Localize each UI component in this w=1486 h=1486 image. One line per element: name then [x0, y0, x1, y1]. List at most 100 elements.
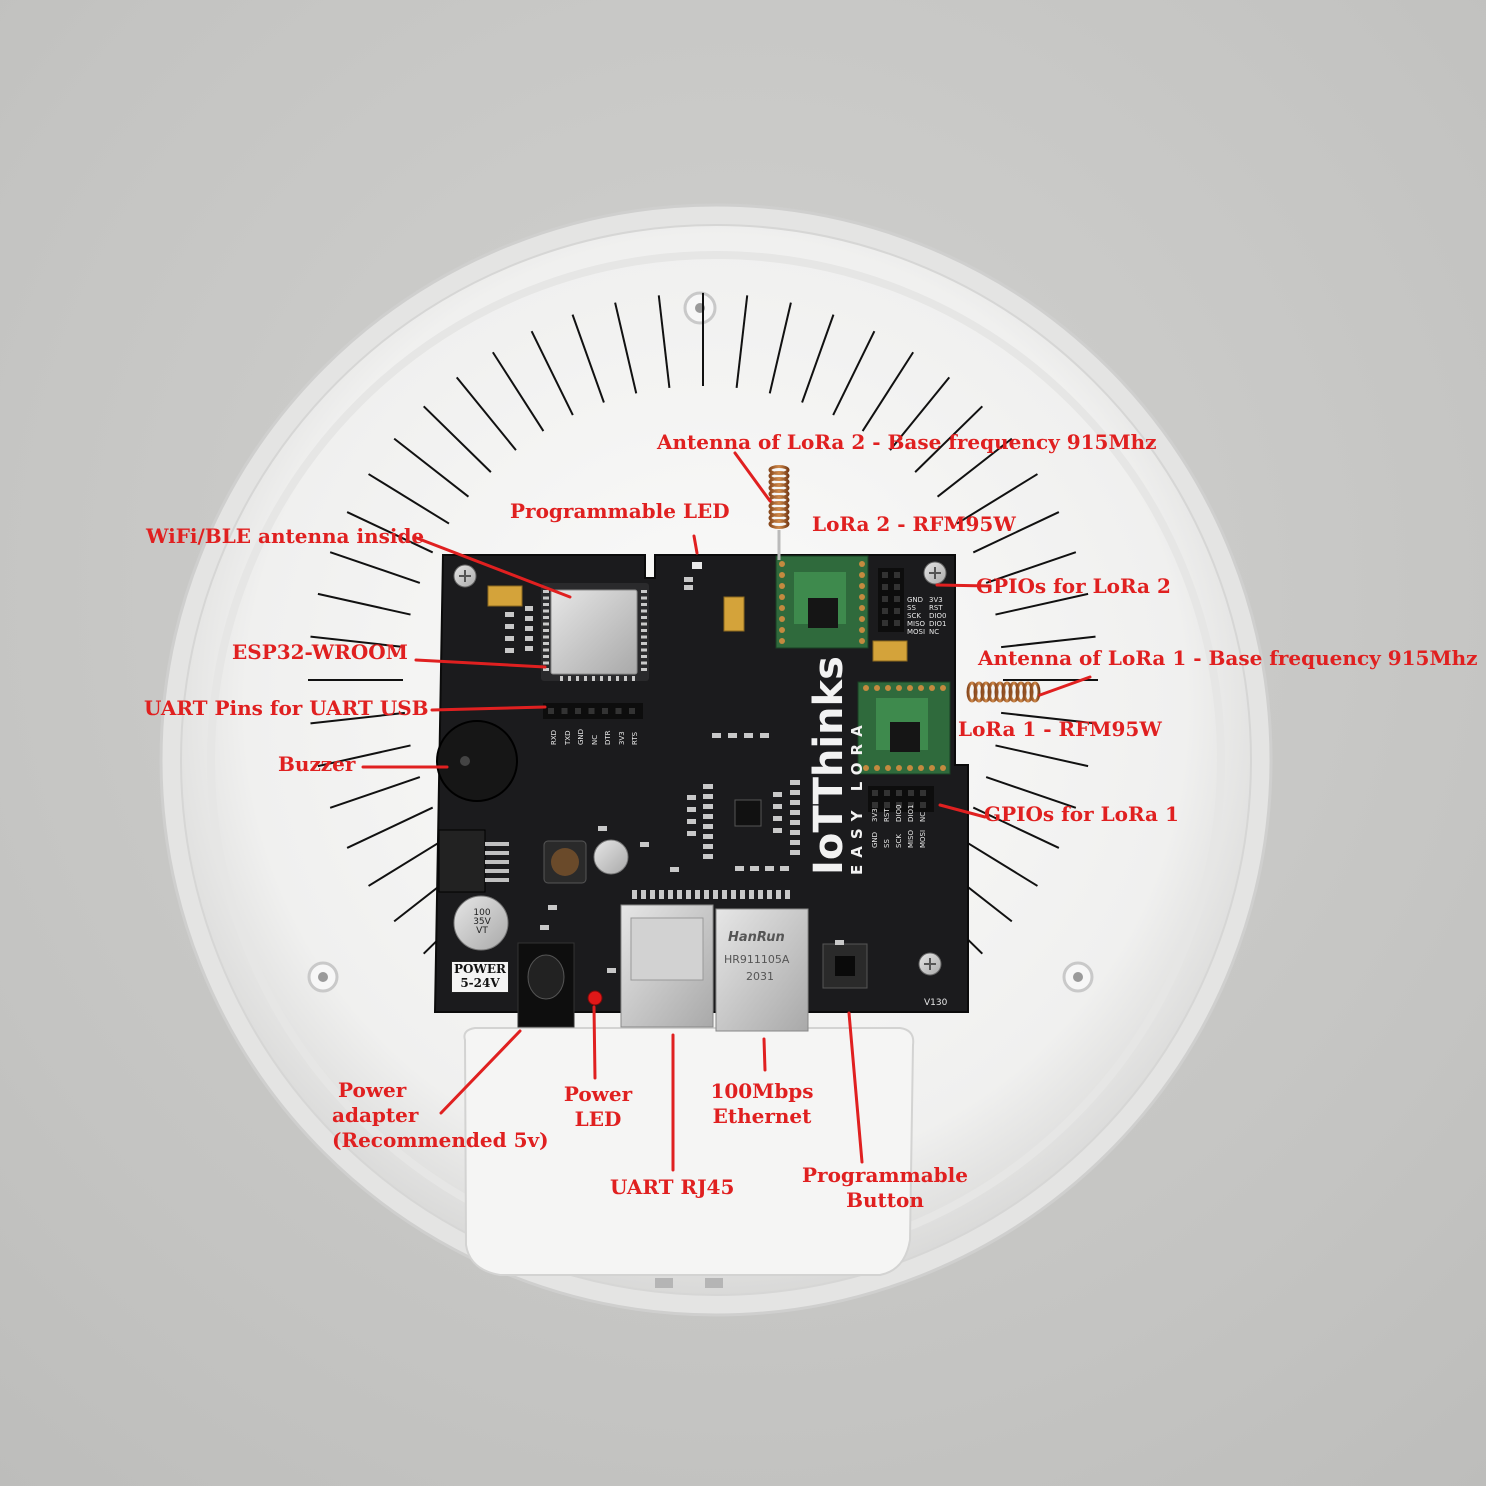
- radial-tick: [936, 437, 1013, 498]
- uart-pin-label: 3V3: [617, 731, 626, 745]
- cap-text-2: 35V: [473, 917, 491, 927]
- board-brand: IoTThinks: [806, 656, 852, 875]
- radial-tick: [317, 744, 411, 768]
- screw-bottom-right: [918, 952, 942, 976]
- radial-tick: [914, 405, 984, 473]
- leader-line: [412, 535, 572, 599]
- gpio-lora1-pin-label: NC: [919, 811, 927, 822]
- label-wifi-ble-antenna: WiFi/BLE antenna inside: [146, 524, 425, 548]
- label-uart-rj45: UART RJ45: [610, 1175, 735, 1199]
- power-badge-line2: 5-24V: [460, 976, 500, 990]
- uart-header: [543, 703, 643, 719]
- label-programmable-button-2: Button: [846, 1188, 924, 1212]
- radial-tick: [530, 330, 574, 416]
- label-gpios-lora1: GPIOs for LoRa 1: [984, 802, 1179, 826]
- radial-tick: [956, 835, 1038, 887]
- voltage-regulator: [438, 829, 486, 893]
- leader-line: [938, 803, 987, 819]
- callout-leader-lines: [361, 451, 1092, 1172]
- radial-tick: [832, 330, 876, 416]
- gpio-lora1-pin-label: SS: [883, 839, 891, 848]
- gpio-lora2-pin-label: 3V3: [929, 596, 943, 604]
- radial-tick: [985, 551, 1077, 584]
- uart-pin-label: RTS: [631, 731, 639, 745]
- label-ethernet-1: 100Mbps: [710, 1079, 814, 1103]
- gpio-lora1-pin-label: SCK: [895, 834, 903, 848]
- board-sub: EASY LORA: [848, 718, 866, 875]
- radial-tick: [985, 776, 1077, 809]
- label-ethernet-2: Ethernet: [712, 1104, 812, 1128]
- screw-top-right: [923, 561, 947, 585]
- gpio-lora1-pin-label: DIO0: [895, 804, 903, 822]
- capacitor-small: [593, 839, 629, 875]
- uart-rj45-socket: [620, 904, 714, 1028]
- label-power-adapter-3: (Recommended 5v): [332, 1128, 549, 1152]
- gpio-lora2-pin-label: NC: [929, 628, 940, 636]
- buzzer: [436, 720, 518, 802]
- radial-tick: [422, 405, 492, 473]
- gpio-lora1-pin-label: GND: [871, 831, 879, 848]
- magjack-date: 2031: [746, 970, 774, 983]
- leader-line: [414, 658, 547, 669]
- radial-tick: [329, 551, 421, 584]
- power-badge-line1: POWER: [453, 962, 507, 976]
- radial-tick: [492, 351, 545, 432]
- uart-pin-label: TXD: [563, 730, 572, 745]
- label-power-led-2: LED: [574, 1107, 622, 1131]
- cap-text-3: VT: [476, 926, 488, 936]
- radial-tick: [995, 744, 1089, 768]
- gpio-lora2-pin-label: SS: [907, 604, 916, 612]
- gpio-lora1-pin-label: 3V3: [871, 808, 879, 822]
- label-esp32: ESP32-WROOM: [232, 640, 408, 664]
- radial-tick: [861, 351, 914, 432]
- gpio-lora2-pin-label: DIO0: [929, 612, 947, 620]
- gpio-header-lora2: [878, 568, 904, 632]
- label-lora1-module: LoRa 1 - RFM95W: [958, 717, 1162, 741]
- radial-tick: [368, 473, 450, 525]
- gpio-lora1-pin-label: MISO: [907, 829, 915, 848]
- label-power-adapter: Power adapter (Recommended 5v): [332, 1078, 549, 1153]
- tantalum-cap-c18: [872, 640, 908, 662]
- uart-pin-label: NC: [590, 734, 599, 745]
- radial-tick: [310, 635, 405, 649]
- radial-tick: [995, 592, 1089, 616]
- leader-line: [1038, 675, 1092, 697]
- label-gpios-lora2: GPIOs for LoRa 2: [976, 574, 1171, 598]
- leader-line: [733, 451, 772, 503]
- label-ethernet: 100Mbps Ethernet: [710, 1079, 814, 1129]
- capacitor-large: [453, 895, 509, 951]
- lora1-module: [857, 681, 951, 775]
- radial-tick: [735, 295, 749, 388]
- programmable-button-switch: [822, 943, 868, 989]
- radial-tick: [310, 711, 405, 725]
- radial-tick: [1001, 635, 1096, 649]
- lora2-module: [775, 555, 869, 649]
- cap-text-1: 100: [473, 908, 491, 918]
- esp32-module: [541, 583, 649, 681]
- radial-tick: [393, 437, 470, 498]
- antenna-lora1: [966, 681, 1041, 703]
- label-uart-pins: UART Pins for UART USB: [144, 696, 429, 720]
- radial-tick: [571, 314, 605, 403]
- label-lora2-module: LoRa 2 - RFM95W: [812, 512, 1016, 536]
- dc-power-jack: [517, 942, 575, 1028]
- gpio-lora2-pin-label: SCK: [907, 612, 921, 620]
- leader-line: [439, 1029, 522, 1115]
- ethernet-rj45-socket: [715, 908, 809, 1032]
- leader-line: [430, 705, 547, 712]
- label-power-led-1: Power: [563, 1082, 633, 1106]
- gpio-header-lora1: [868, 786, 934, 812]
- radial-tick: [801, 314, 835, 403]
- uart-pin-label: DTR: [604, 730, 612, 745]
- leader-line: [692, 534, 699, 555]
- gpio-lora1-pin-label: MOSI: [919, 829, 927, 848]
- radial-tick: [972, 806, 1060, 849]
- label-programmable-button-1: Programmable: [802, 1163, 968, 1187]
- label-power-adapter-2: adapter: [332, 1103, 419, 1127]
- radial-tick: [368, 835, 450, 887]
- radial-tick: [614, 302, 638, 394]
- gpio-lora2-pin-label: MISO: [907, 620, 926, 628]
- radial-tick: [768, 302, 792, 394]
- radial-tick: [346, 511, 434, 554]
